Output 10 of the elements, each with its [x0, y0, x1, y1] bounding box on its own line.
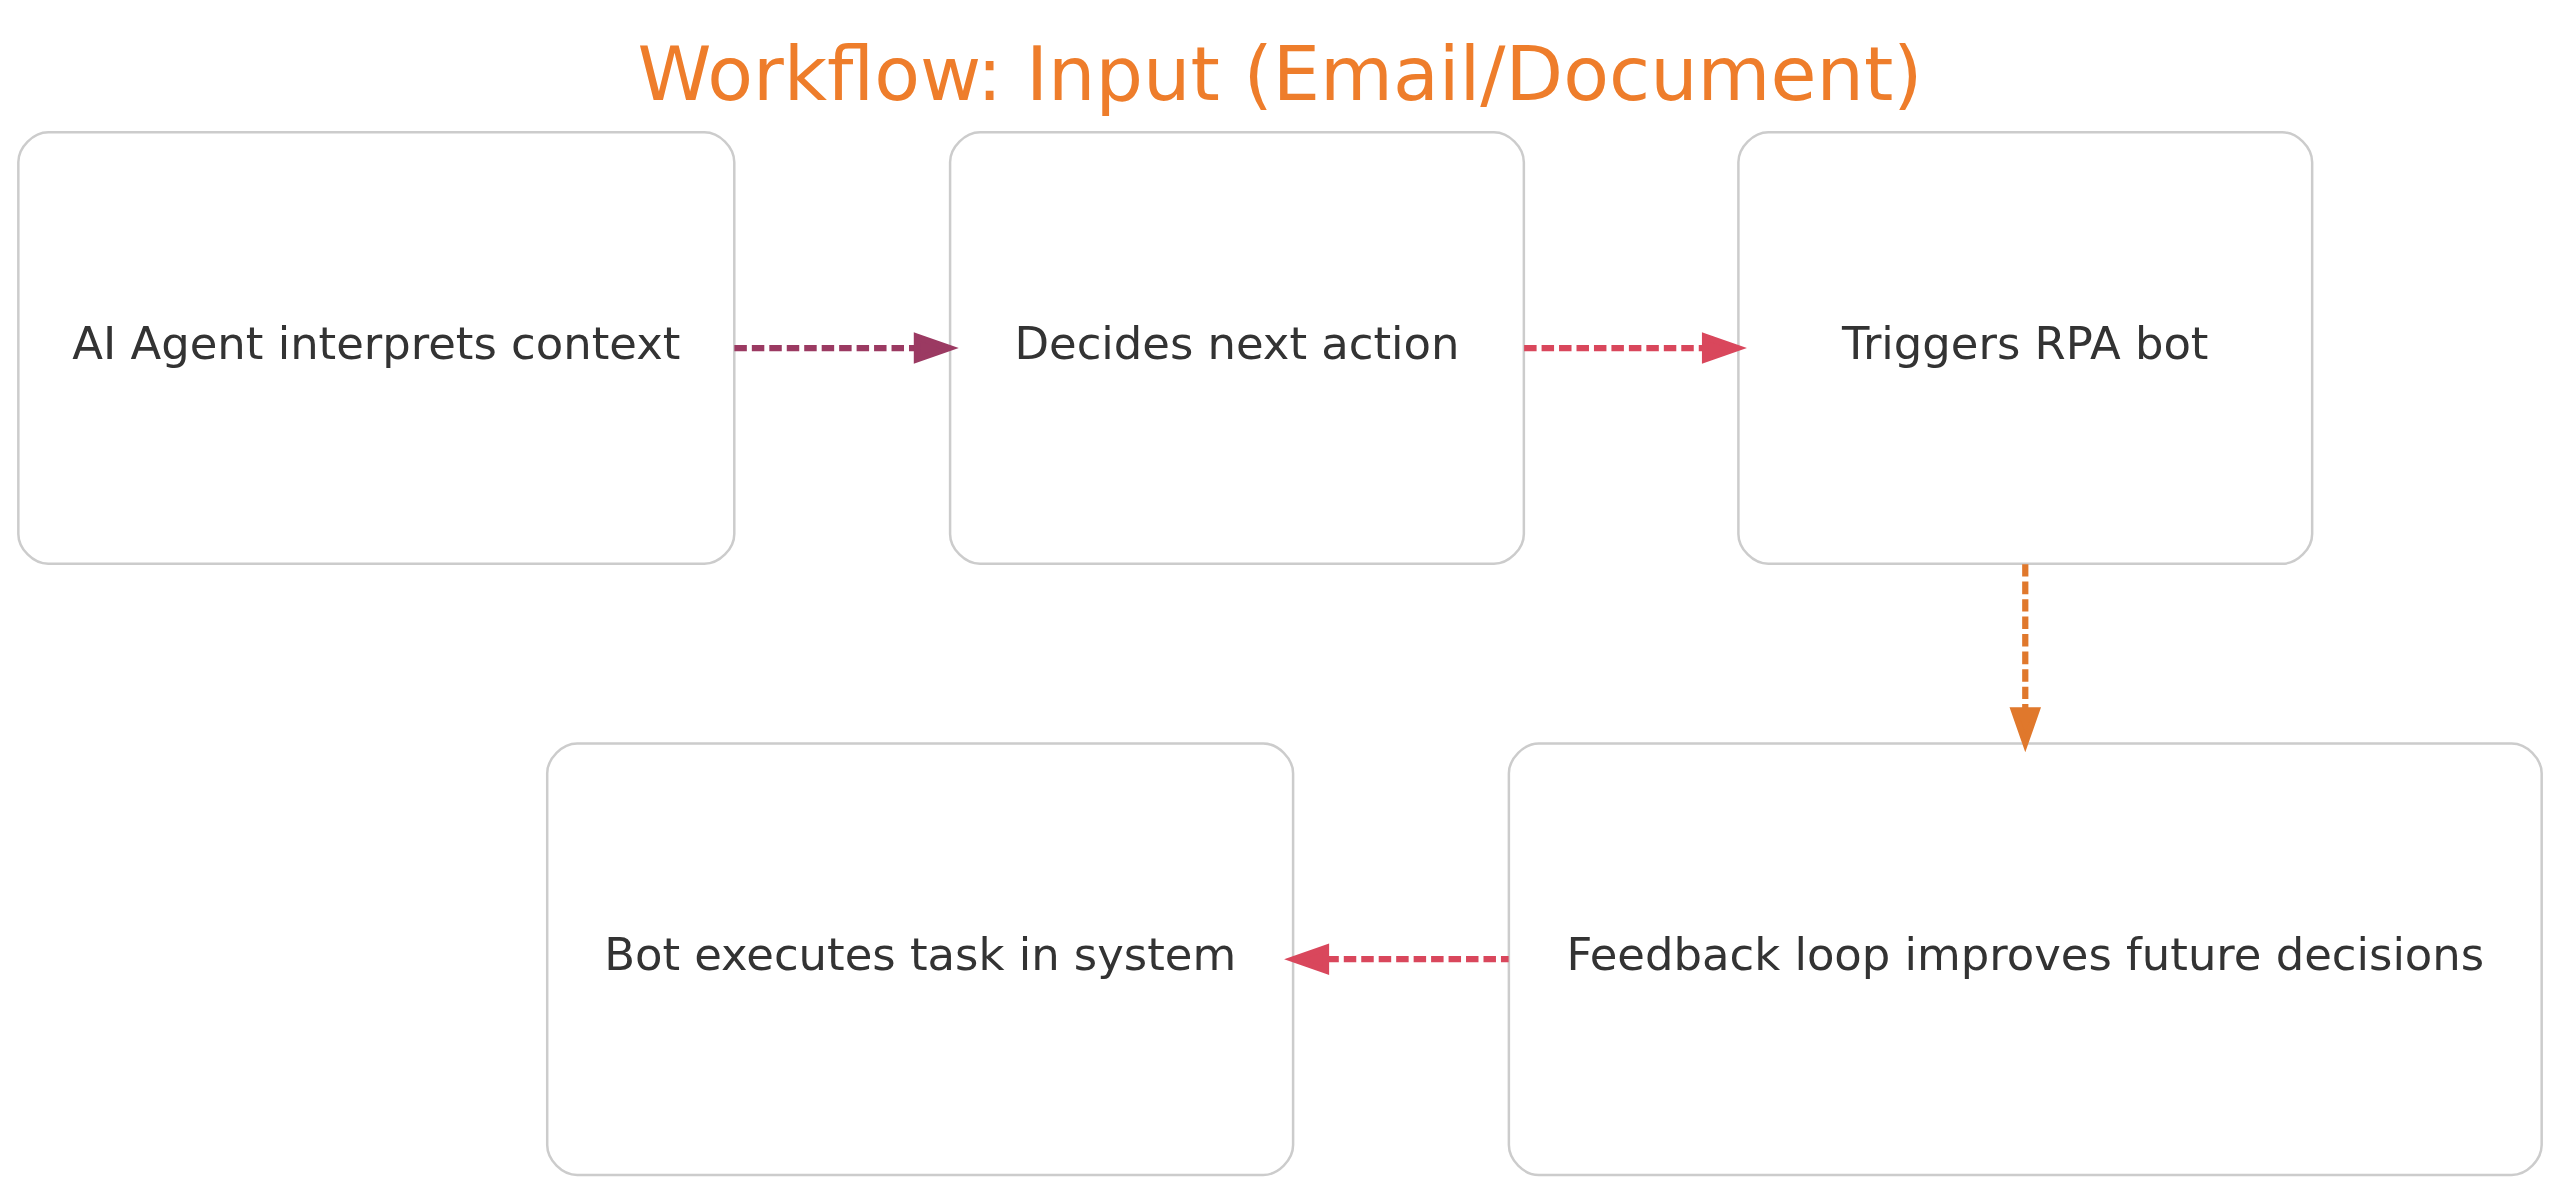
diagram-title: Workflow: Input (Email/Document) — [637, 30, 1923, 118]
node-box: Triggers RPA bot — [1737, 130, 2314, 565]
arrow — [2009, 563, 2042, 752]
node-box: AI Agent interprets context — [17, 130, 736, 565]
arrow — [734, 331, 959, 364]
node-box: Feedback loop improves future decisions — [1507, 741, 2543, 1176]
arrow — [1524, 331, 1747, 364]
arrow — [1284, 943, 1509, 975]
node-box: Decides next action — [948, 130, 1526, 565]
node-box: Bot executes task in system — [545, 741, 1295, 1176]
